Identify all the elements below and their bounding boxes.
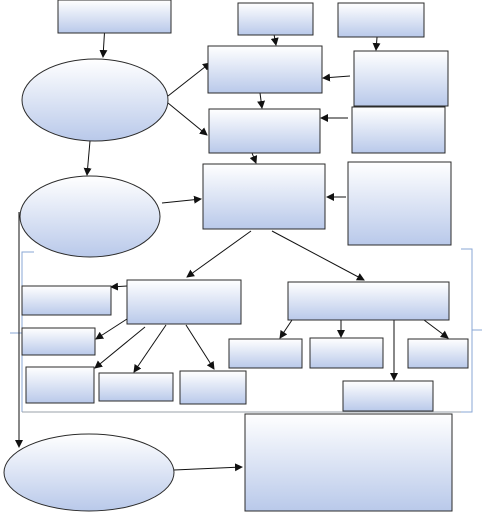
left-leaf-2 (21, 327, 96, 356)
right-box-3 (347, 161, 452, 246)
left-leaf-3-shape (25, 366, 95, 404)
right-branch-box-shape (287, 281, 450, 321)
top-mid-box-shape (237, 2, 314, 36)
center-box-3 (202, 163, 326, 230)
center-box-1-shape (207, 45, 323, 94)
right-branch-box (287, 281, 450, 321)
right-leaf-3-shape (407, 338, 469, 369)
left-leaf-3 (25, 366, 95, 404)
arrow-center-box-3-to-left-branch-box (186, 230, 252, 278)
oval-1 (21, 58, 169, 142)
left-leaf-2-shape (21, 327, 96, 356)
top-right-box (337, 2, 425, 38)
arrow-right-box-1-to-center-box-1 (322, 73, 351, 82)
oval-2 (19, 175, 161, 258)
right-leaf-4-shape (342, 380, 434, 412)
grouping-brackets (10, 248, 482, 413)
left-leaf-1 (21, 285, 112, 316)
bottom-right-box (244, 413, 453, 512)
oval-1-shape (21, 58, 169, 142)
right-box-2 (351, 106, 446, 154)
right-leaf-2 (309, 337, 384, 369)
arrow-center-box-2-to-center-box-3 (249, 152, 258, 164)
arrow-oval-1-to-center-box-1 (167, 62, 211, 97)
arrow-center-box-1-to-center-box-2 (257, 92, 266, 109)
center-box-1 (207, 45, 323, 94)
arrow-left-branch-box-to-left-leaf-3 (94, 326, 146, 369)
group-bracket-1 (21, 251, 34, 412)
arrow-center-box-3-to-right-branch-box (271, 230, 365, 281)
left-leaf-4-shape (98, 372, 174, 402)
top-left-box-shape (57, 0, 172, 34)
arrow-left-branch-box-to-left-leaf-4 (133, 324, 167, 373)
left-branch-box-shape (126, 279, 242, 325)
right-box-3-shape (347, 161, 452, 246)
oval-2-shape (19, 175, 161, 258)
left-leaf-5 (179, 370, 247, 405)
arrow-left-branch-box-to-left-leaf-1 (110, 282, 128, 291)
diagram-nodes (3, 0, 469, 512)
arrow-left-branch-box-to-left-leaf-5 (185, 324, 215, 370)
oval-3-shape (3, 433, 175, 512)
right-leaf-1-shape (228, 338, 303, 369)
center-box-2 (208, 108, 321, 154)
left-leaf-5-shape (179, 370, 247, 405)
left-leaf-1-shape (21, 285, 112, 316)
center-box-3-shape (202, 163, 326, 230)
arrow-oval-1-to-oval-2 (83, 140, 92, 176)
top-left-box (57, 0, 172, 34)
top-right-box-shape (337, 2, 425, 38)
arrow-left-branch-box-to-left-leaf-2 (95, 318, 128, 340)
arrow-oval-1-to-center-box-2 (167, 102, 208, 136)
right-box-1-shape (353, 50, 449, 107)
arrow-oval-2-to-center-box-3 (161, 195, 202, 204)
oval-3 (3, 433, 175, 512)
right-box-1 (353, 50, 449, 107)
left-leaf-4 (98, 372, 174, 402)
right-leaf-1 (228, 338, 303, 369)
right-box-2-shape (351, 106, 446, 154)
arrow-oval-3-to-bottom-right-box (173, 463, 243, 472)
right-leaf-2-shape (309, 337, 384, 369)
bottom-right-box-shape (244, 413, 453, 512)
top-mid-box (237, 2, 314, 36)
right-leaf-4 (342, 380, 434, 412)
center-box-2-shape (208, 108, 321, 154)
right-leaf-3 (407, 338, 469, 369)
arrow-right-branch-box-to-right-leaf-1 (279, 319, 293, 339)
left-branch-box (126, 279, 242, 325)
group-bracket-3 (461, 248, 473, 413)
arrow-right-branch-box-to-right-leaf-3 (423, 319, 449, 339)
